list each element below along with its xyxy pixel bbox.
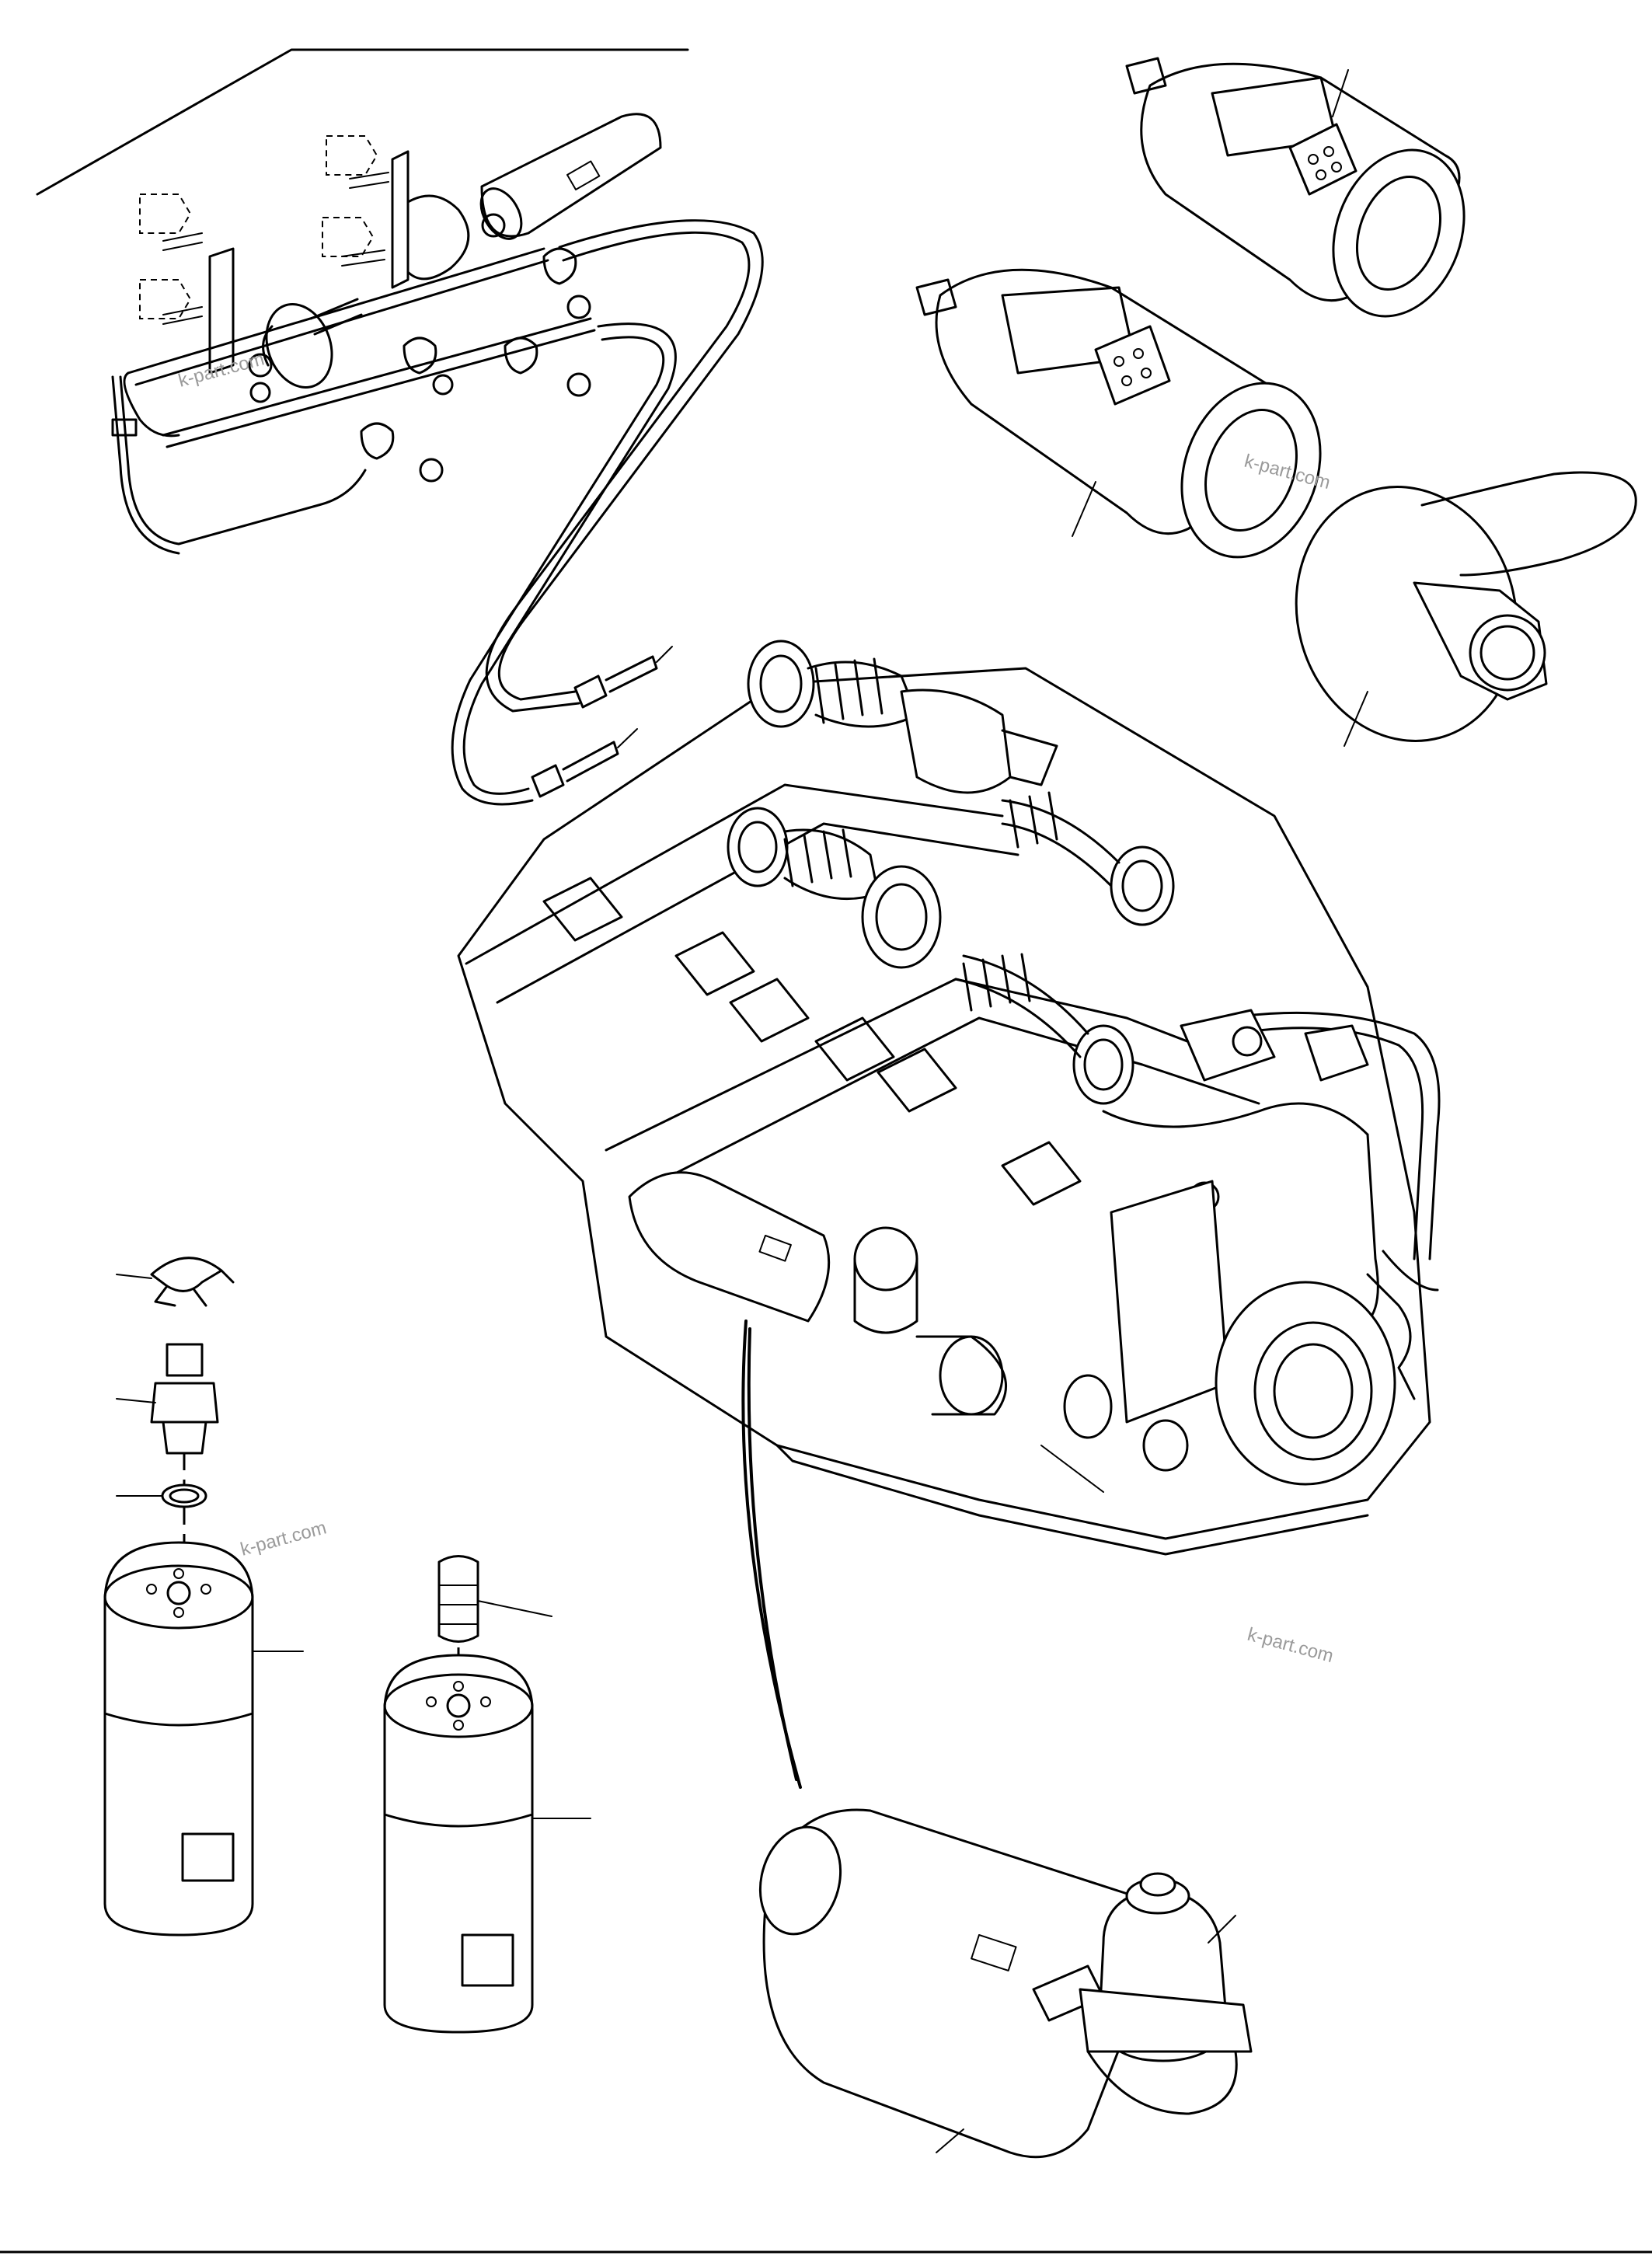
sender-unit-exploded <box>116 1257 235 1558</box>
detail-arrow <box>741 1319 802 1789</box>
starter-motor-upper <box>1125 57 1466 318</box>
turbo-elbow <box>1295 471 1637 747</box>
watermark: k-part.com <box>239 1517 329 1560</box>
filter-left <box>103 1541 304 1937</box>
watermark: k-part.com <box>1245 1624 1335 1667</box>
starter-motor-middle <box>915 268 1322 559</box>
detail-frame-line <box>36 48 689 196</box>
filter-center <box>383 1555 591 2034</box>
oil-filter-detail <box>758 1808 1253 2159</box>
bracket-hose-assembly <box>111 113 764 806</box>
engine-block <box>457 640 1441 1556</box>
